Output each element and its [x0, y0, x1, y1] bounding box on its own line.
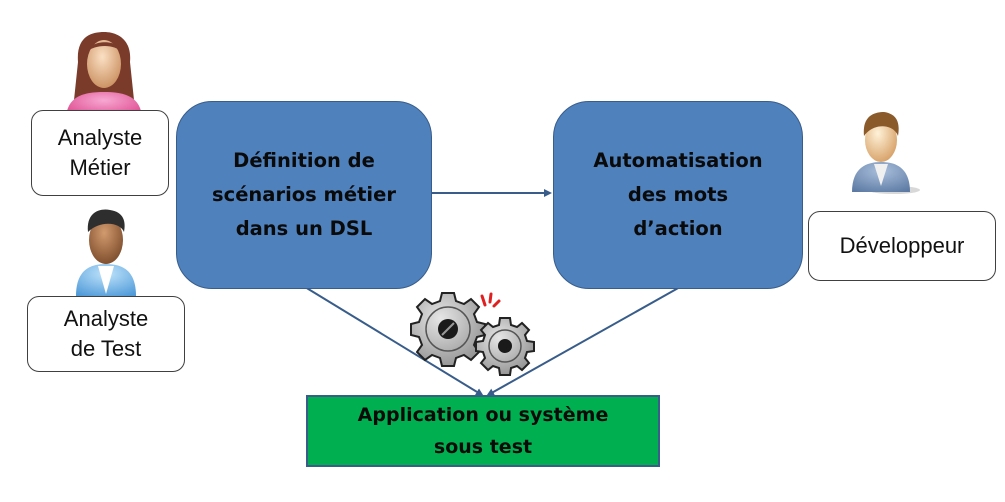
role-label-line1: Analyste [57, 125, 143, 150]
target-label-line1: Application ou système [357, 404, 609, 426]
target-label-line2: sous test [433, 436, 533, 458]
role-label-line2: Métier [69, 155, 131, 180]
role-business-analyst: Analyste Métier [31, 110, 169, 196]
process-definition-dsl: Définition de scénarios métier dans un D… [176, 101, 432, 289]
role-test-analyst: Analyste de Test [27, 296, 185, 372]
process-label-line2: des mots [627, 183, 729, 206]
spark-marks [480, 292, 501, 308]
process-action-word-automation: Automatisation des mots d’action [553, 101, 803, 289]
process-label-line1: Définition de [233, 149, 375, 172]
system-under-test: Application ou système sous test [306, 395, 660, 467]
connector-automation-to-target [486, 286, 681, 396]
role-label-line1: Analyste [63, 306, 149, 331]
process-label-line3: d’action [633, 217, 723, 240]
process-label-line3: dans un DSL [235, 217, 373, 240]
role-developer: Développeur [808, 211, 996, 281]
connector-definition-to-target [304, 286, 484, 397]
process-label-line2: scénarios métier [212, 183, 396, 206]
role-label-line2: de Test [70, 336, 142, 361]
large-gear [410, 292, 486, 367]
process-label-line1: Automatisation [593, 149, 763, 172]
role-label: Développeur [839, 233, 965, 258]
small-gear [475, 317, 535, 376]
